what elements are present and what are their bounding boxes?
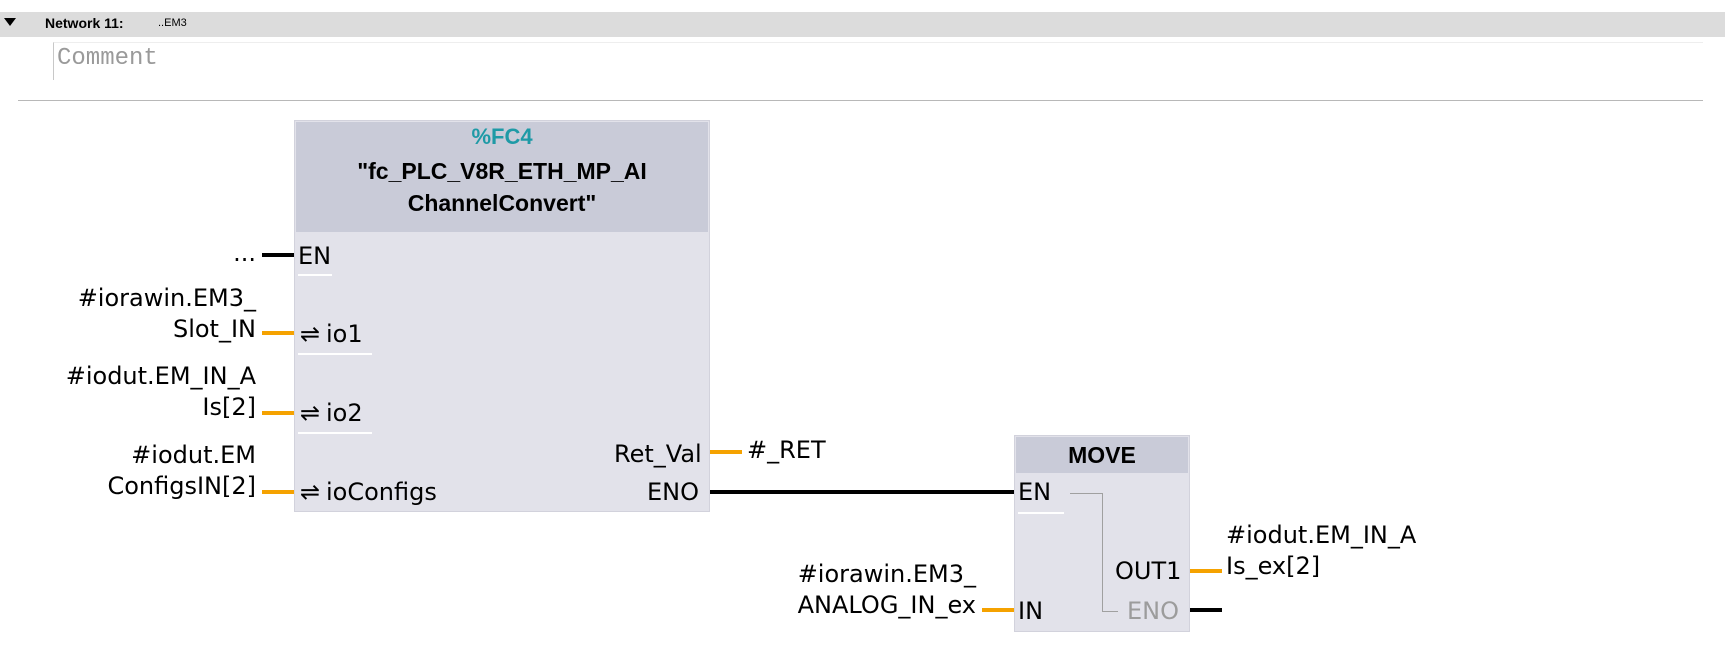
fc-block-number[interactable]: %FC4: [471, 124, 533, 149]
fc-io2-operand-line2[interactable]: Is[2]: [202, 393, 256, 421]
fc-pin-ioconfigs[interactable]: ioConfigs: [326, 478, 437, 506]
fc-ret-val-operand[interactable]: #_RET: [747, 436, 826, 464]
fc-pin-ret-val[interactable]: Ret_Val: [614, 440, 702, 468]
move-pin-en[interactable]: EN: [1018, 478, 1052, 506]
fc-en-operand[interactable]: ...: [233, 239, 256, 267]
fc-pin-eno[interactable]: ENO: [647, 478, 700, 506]
inout-arrows-icon: ⇌: [300, 478, 321, 506]
fc-pin-io2-underline: [298, 432, 372, 434]
fc-io2-wire: [262, 411, 294, 415]
collapse-triangle-icon[interactable]: [4, 18, 16, 26]
move-eno-internal-line: [1102, 611, 1118, 612]
move-in-operand-line2[interactable]: ANALOG_IN_ex: [797, 591, 976, 619]
network-header[interactable]: [0, 12, 1725, 37]
network-divider: [18, 100, 1703, 101]
fc-pin-io2[interactable]: io2: [326, 399, 363, 427]
fc-block-header[interactable]: %FC4 "fc_PLC_V8R_ETH_MP_AI ChannelConver…: [296, 122, 708, 232]
fc-io1-operand-line1[interactable]: #iorawin.EM3_: [77, 284, 256, 312]
move-pin-in[interactable]: IN: [1018, 597, 1044, 625]
network-title[interactable]: ..EM3: [158, 17, 187, 29]
fc-block-name-line1[interactable]: "fc_PLC_V8R_ETH_MP_AI: [357, 158, 647, 184]
fc-block-name-line2[interactable]: ChannelConvert": [407, 190, 597, 216]
fc-ioconfigs-operand-line2[interactable]: ConfigsIN[2]: [107, 472, 256, 500]
move-out1-operand-line1[interactable]: #iodut.EM_IN_A: [1226, 521, 1417, 549]
fc-io1-wire: [262, 331, 294, 335]
fc-pin-io1[interactable]: io1: [326, 320, 363, 348]
fc-eno-to-move-en-wire: [710, 490, 1014, 494]
fc-ioconfigs-operand-line1[interactable]: #iodut.EM: [131, 441, 256, 469]
move-pin-out1[interactable]: OUT1: [1115, 557, 1182, 585]
fc-pin-en[interactable]: EN: [298, 242, 332, 270]
move-out1-operand-line2[interactable]: Is_ex[2]: [1226, 552, 1321, 580]
move-pin-eno[interactable]: ENO: [1127, 597, 1180, 625]
move-in-operand-line1[interactable]: #iorawin.EM3_: [797, 560, 976, 588]
network-label: Network 11:: [45, 15, 124, 31]
move-pin-en-underline: [1018, 512, 1064, 514]
fc-ret-val-wire: [710, 450, 742, 454]
fc-pin-io1-underline: [298, 353, 372, 355]
network-comment-field[interactable]: Comment: [53, 42, 1703, 80]
move-block-header[interactable]: MOVE: [1016, 437, 1188, 473]
inout-arrows-icon: ⇌: [300, 320, 321, 348]
fc-io1-operand-line2[interactable]: Slot_IN: [172, 315, 256, 343]
inout-arrows-icon: ⇌: [300, 399, 321, 427]
move-in-wire: [982, 608, 1014, 612]
move-en-internal-line: [1070, 493, 1102, 494]
move-internal-vertical-line: [1102, 493, 1103, 612]
fc-en-wire: [262, 253, 294, 257]
fc-pin-en-underline: [298, 274, 332, 276]
move-out1-wire: [1190, 569, 1222, 573]
move-eno-wire: [1190, 608, 1222, 612]
fc-io2-operand-line1[interactable]: #iodut.EM_IN_A: [65, 362, 256, 390]
fc-ioconfigs-wire: [262, 490, 294, 494]
